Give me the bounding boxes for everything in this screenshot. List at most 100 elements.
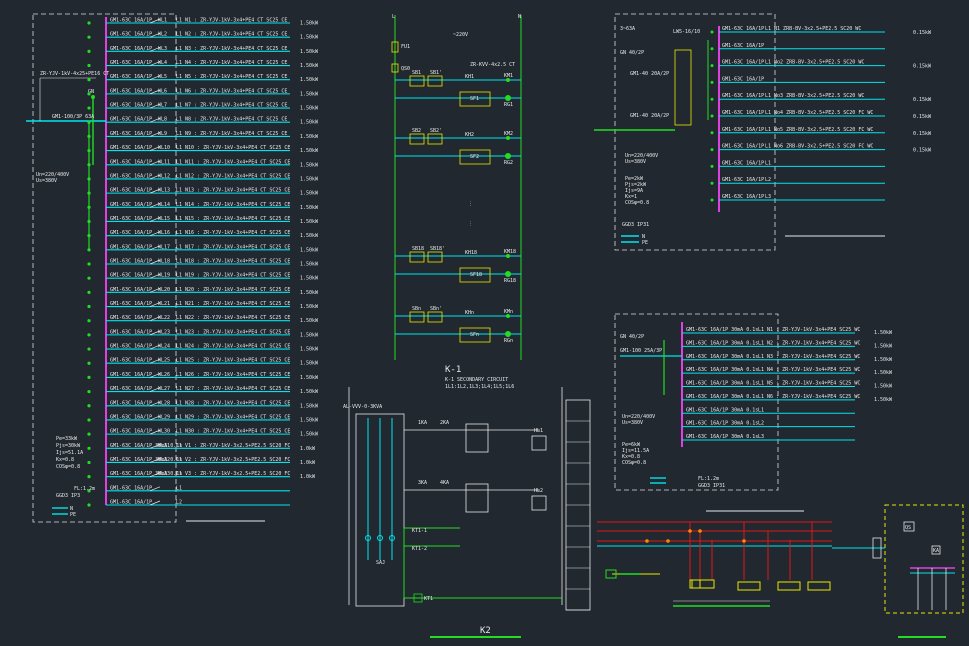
panel-left-param-0: Un=220/400V bbox=[36, 172, 69, 178]
feeder-load: 1.50kW bbox=[300, 233, 319, 239]
feeder-cable: L1 N2 : ZR-YJV-1kV-3x4+PE4 SC25 WC bbox=[758, 340, 860, 346]
feeder-circuit: WL7 bbox=[158, 103, 167, 109]
feeder-breaker: GM1-63C 16A/1P 30mA 0.1s bbox=[686, 367, 758, 373]
feeder-neutral-node bbox=[87, 290, 91, 294]
rung-button-2-label: SBn' bbox=[430, 306, 442, 312]
feeder-neutral-node bbox=[87, 35, 91, 39]
panel-mid-right-feeders: GM1-63C 16A/1P 30mA 0.1s L1 N1 : ZR-YJV-1… bbox=[682, 327, 893, 441]
feeder-neutral-node bbox=[87, 319, 91, 323]
feeder-cable: L1 bbox=[176, 485, 182, 491]
rung-button-2-label: SB18' bbox=[430, 246, 445, 252]
feeder-breaker: GM1-63C 16A/1P bbox=[110, 159, 152, 165]
feeder-load: 1.50kW bbox=[300, 219, 319, 225]
feeder-cable: L1 N26 : ZR-YJV-1kV-3x4+PE4 CT SC25 CE bbox=[176, 372, 290, 378]
feeder-switch bbox=[149, 174, 161, 180]
feeder-cable: L1 N20 : ZR-YJV-1kV-3x4+PE4 CT SC25 CE bbox=[176, 287, 290, 293]
feeder-switch bbox=[149, 486, 161, 492]
rung-lamp-label: RG18 bbox=[504, 278, 516, 284]
feeder-cable: L1 N3 : ZR-YJV-1kV-3x4+PE4 SC25 WC bbox=[758, 354, 860, 360]
rung-button-1 bbox=[409, 251, 425, 263]
feeder-circuit: WL18 bbox=[158, 259, 170, 265]
k1-ellipsis-2: ⋮ bbox=[468, 221, 473, 227]
feeder-load: 1.50kW bbox=[874, 357, 893, 363]
feeder-neutral-node bbox=[87, 375, 91, 380]
k1-right-bus-label: N bbox=[518, 14, 521, 20]
k2-timer-label-2: KT1 bbox=[424, 596, 433, 602]
k2-contact-label-1: 2KA bbox=[440, 420, 449, 426]
feeder-switch bbox=[149, 302, 161, 307]
panel-left-incoming-breaker: GM1-100/3P 63A bbox=[52, 114, 94, 120]
feeder-cable: L1 N5 : ZR-YJV-1kV-3x4+PE4 SC25 WC bbox=[758, 381, 860, 387]
feeder-circuit: WL26 bbox=[158, 372, 170, 378]
feeder-switch bbox=[149, 188, 161, 194]
k2-lamp-1 bbox=[531, 435, 547, 451]
feeder-cable: L1 V2 : ZR-YJV-1kV-3x2.5+PE2.5 SC20 FC bbox=[176, 457, 290, 463]
feeder-load: 1.50kW bbox=[300, 148, 319, 154]
feeder-cable: L1 bbox=[765, 160, 771, 166]
feeder-neutral-node bbox=[87, 475, 91, 479]
feeder-neutral-node bbox=[710, 64, 714, 68]
k2-relay-2 bbox=[465, 483, 489, 513]
rung-button-2 bbox=[427, 133, 443, 145]
feeder-load: 1.50kW bbox=[300, 49, 319, 55]
wiring-load-box bbox=[737, 581, 761, 591]
feeder-neutral-node bbox=[87, 418, 91, 422]
feeder-cable: L1 N14 : ZR-YJV-1kV-3x4+PE4 CT SC25 CE bbox=[176, 202, 290, 208]
feeder-load: 1.50kW bbox=[300, 417, 319, 423]
cabinet-relay bbox=[931, 545, 941, 555]
feeder-load: 0.15kW bbox=[913, 97, 932, 103]
k1-subtitle: K-1 SECONDARY CIRCUIT bbox=[445, 377, 508, 383]
feeder-circuit: WL9 bbox=[158, 131, 167, 137]
rung-node bbox=[506, 314, 510, 318]
feeder-cable: L2 bbox=[758, 421, 764, 427]
feeder-circuit: WL5 bbox=[158, 74, 167, 80]
cabinet-breaker bbox=[903, 521, 915, 532]
feeder-breaker: GM1-63C 16A/1P bbox=[722, 177, 764, 183]
rung-button-1 bbox=[409, 75, 425, 87]
feeder-switch bbox=[149, 387, 161, 392]
panel-mid-right-spd: GN 40/2P bbox=[620, 334, 644, 340]
feeder-breaker: GM1-63C 16A/1P bbox=[722, 127, 764, 133]
feeder-load: 1.50kW bbox=[300, 332, 319, 338]
feeder-load: 1.50kW bbox=[300, 403, 319, 409]
panel-top-right-feeders: GM1-63C 16A/1P L1 N1 ZRB-BV-3x2.5+PE2.5 S… bbox=[710, 26, 932, 202]
wiring-junction bbox=[742, 539, 746, 543]
feeder-load: 1.50kW bbox=[300, 63, 319, 69]
wiring-junction bbox=[645, 539, 649, 543]
feeder-neutral-node bbox=[87, 92, 91, 96]
panel-left-calc-4: COSφ=0.8 bbox=[56, 464, 80, 470]
panel-top-right-calc-0: Pe=2kW bbox=[625, 176, 644, 182]
feeder-neutral-node bbox=[87, 276, 91, 280]
k1-fuse bbox=[391, 41, 399, 53]
panel-mid-right-footer-0: FL:1.2m bbox=[698, 476, 719, 482]
panel-top-right: 3~63A GN 40/2P LW5-16/10 GM1-40 20A/2P G… bbox=[594, 13, 932, 251]
cabinet-breaker-label: QS bbox=[905, 525, 911, 531]
panel-mid-right-footer-1: GGD3 IP31 bbox=[698, 483, 725, 489]
feeder-neutral-node bbox=[87, 120, 91, 124]
feeder-breaker: GM1-63C 16A/1P bbox=[110, 103, 152, 109]
feeder-load: 1.50kW bbox=[874, 330, 893, 336]
feeder-cable: L1 N22 : ZR-YJV-1kV-3x4+PE4 CT SC25 CE bbox=[176, 315, 290, 321]
rung-relay-label: KH18 bbox=[465, 250, 477, 256]
feeder-neutral-node bbox=[710, 30, 714, 34]
k1-cable: ZR-KVV-4x2.5 CT bbox=[470, 62, 515, 68]
feeder-breaker: GM1-63C 16A/1P bbox=[110, 315, 152, 321]
panel-mid-right-param-0: Un=220/400V bbox=[622, 414, 655, 420]
feeder-cable: L1 No5 ZRB-BV-3x2.5+PE2.5 SC20 FC WC bbox=[765, 127, 873, 133]
feeder-cable: L1 N13 : ZR-YJV-1kV-3x4+PE4 CT SC25 CE bbox=[176, 188, 290, 194]
feeder-load: 1.50kW bbox=[874, 397, 893, 403]
rung-lamp-label: RG2 bbox=[504, 160, 513, 166]
feeder-circuit: WL14 bbox=[158, 202, 170, 208]
feeder-cable: L1 N1 : ZR-YJV-1kV-3x4+PE4 SC25 WC bbox=[758, 327, 860, 333]
feeder-breaker: GM1-63C 16A/1P bbox=[110, 131, 152, 137]
feeder-breaker: GM1-63C 16A/1P bbox=[110, 414, 152, 420]
feeder-breaker: GM1-63C 16A/1P bbox=[110, 74, 152, 80]
panel-top-right-breaker-0: GM1-40 20A/2P bbox=[630, 71, 669, 77]
rung-lamp bbox=[505, 153, 511, 159]
feeder-cable: L1 N15 : ZR-YJV-1kV-3x4+PE4 CT SC25 CE bbox=[176, 216, 290, 222]
feeder-breaker: GM1-63C 16A/1P bbox=[110, 400, 152, 406]
panel-top-right-device bbox=[674, 49, 692, 126]
feeder-switch bbox=[149, 443, 161, 449]
feeder-cable: L1 N1 ZRB-BV-3x2.5+PE2.5 SC20 WC bbox=[765, 26, 861, 32]
